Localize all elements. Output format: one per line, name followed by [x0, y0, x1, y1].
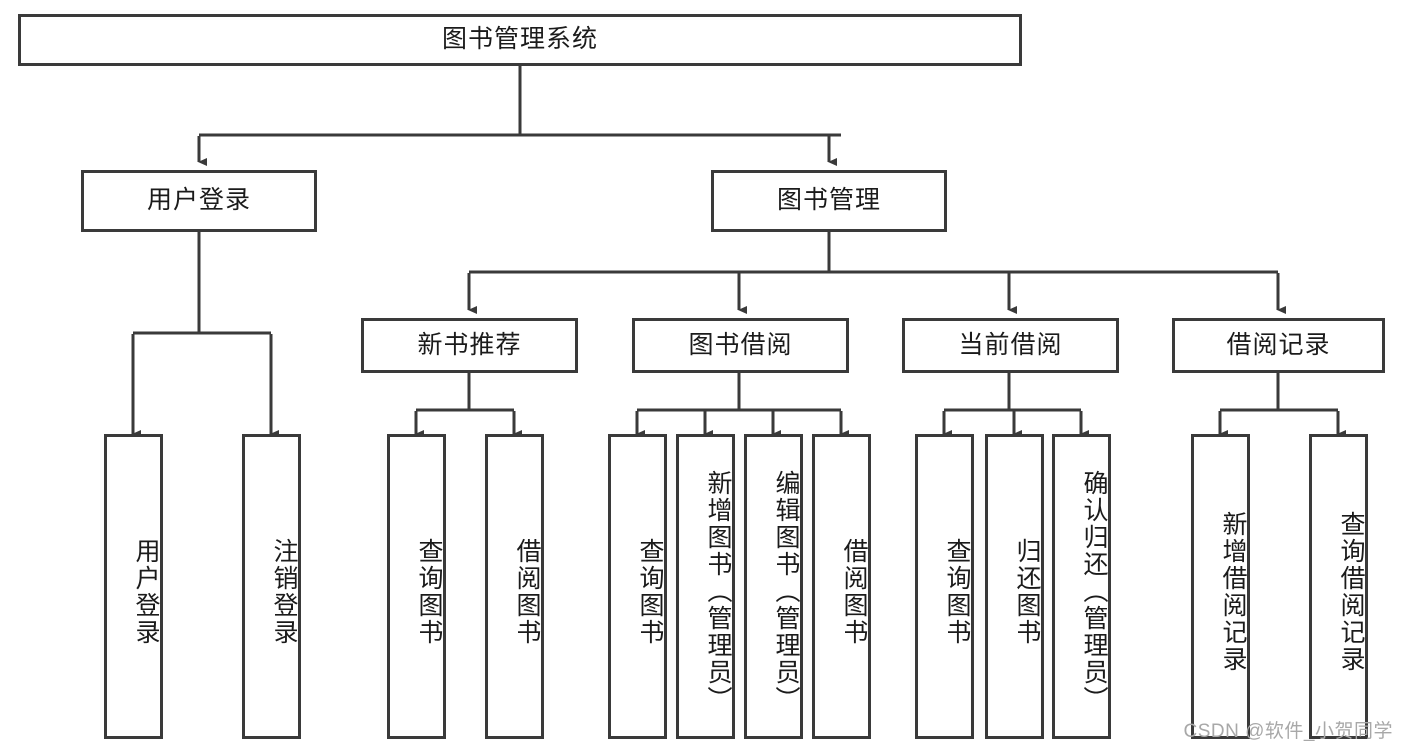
leaf-user-login-logout[interactable]: 注销登录: [242, 434, 301, 739]
node-label: 借阅图书: [513, 537, 541, 646]
leaf-borrow-record-query-record[interactable]: 查询借阅记录: [1309, 434, 1368, 739]
node-book-management[interactable]: 图书管理: [711, 170, 947, 232]
node-label: 确认归还（管理员）: [1080, 470, 1108, 713]
node-root-book-management-system[interactable]: 图书管理系统: [18, 14, 1022, 66]
node-label: 查询图书: [415, 537, 443, 646]
csdn-watermark: CSDN @软件_小贺同学: [1183, 721, 1393, 742]
leaf-new-book-borrow-books[interactable]: 借阅图书: [485, 434, 544, 739]
leaf-current-borrow-query-books[interactable]: 查询图书: [915, 434, 974, 739]
node-label: 新书推荐: [417, 330, 522, 359]
leaf-new-book-query-books[interactable]: 查询图书: [387, 434, 446, 739]
leaf-book-borrow-query-books[interactable]: 查询图书: [608, 434, 667, 739]
node-label: 查询借阅记录: [1337, 510, 1365, 673]
node-label: 图书管理: [776, 186, 881, 215]
node-label: 查询图书: [636, 537, 664, 646]
leaf-current-borrow-return-books[interactable]: 归还图书: [985, 434, 1044, 739]
leaf-book-borrow-borrow-books[interactable]: 借阅图书: [812, 434, 871, 739]
node-label: 借阅记录: [1226, 330, 1331, 359]
node-label: 用户登录: [132, 537, 160, 646]
node-book-borrowing[interactable]: 图书借阅: [632, 318, 849, 373]
leaf-book-borrow-edit-book-admin[interactable]: 编辑图书（管理员）: [744, 434, 803, 739]
leaf-book-borrow-add-book-admin[interactable]: 新增图书（管理员）: [676, 434, 735, 739]
node-user-login[interactable]: 用户登录: [81, 170, 317, 232]
node-label: 查询图书: [943, 537, 971, 646]
node-current-borrowing[interactable]: 当前借阅: [902, 318, 1119, 373]
node-label: 新增图书（管理员）: [704, 470, 732, 713]
leaf-borrow-record-add-record[interactable]: 新增借阅记录: [1191, 434, 1250, 739]
node-label: 用户登录: [146, 186, 251, 215]
node-borrow-records[interactable]: 借阅记录: [1172, 318, 1385, 373]
node-label: 图书管理系统: [441, 25, 598, 54]
node-new-book-recommendation[interactable]: 新书推荐: [361, 318, 578, 373]
node-label: 借阅图书: [840, 537, 868, 646]
node-label: 图书借阅: [688, 330, 793, 359]
node-label: 新增借阅记录: [1219, 510, 1247, 673]
node-label: 归还图书: [1013, 537, 1041, 646]
node-label: 注销登录: [270, 537, 298, 646]
leaf-current-borrow-confirm-return-admin[interactable]: 确认归还（管理员）: [1052, 434, 1111, 739]
leaf-user-login-login[interactable]: 用户登录: [104, 434, 163, 739]
node-label: 当前借阅: [958, 330, 1063, 359]
node-label: 编辑图书（管理员）: [772, 470, 800, 713]
